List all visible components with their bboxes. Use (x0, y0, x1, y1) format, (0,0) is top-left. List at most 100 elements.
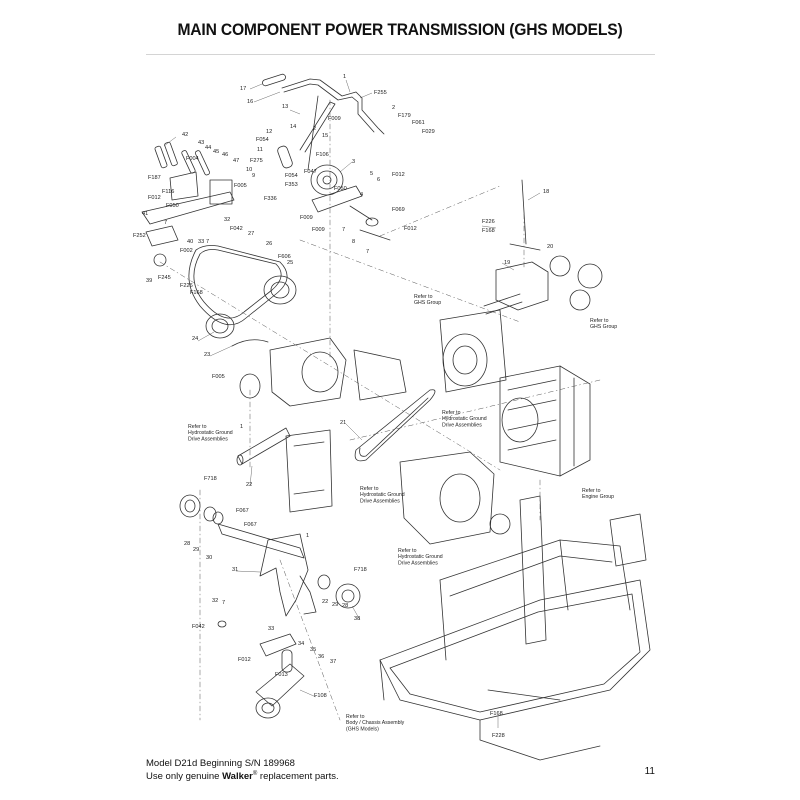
callout-c90: 38 (354, 616, 360, 622)
callout-c83: 30 (206, 555, 212, 561)
callout-c94: 33 (268, 626, 274, 632)
callout-c51: F012 (404, 226, 417, 232)
callout-c98: 37 (330, 659, 336, 665)
callout-c95: 34 (298, 641, 304, 647)
callout-c30: 3 (352, 159, 355, 165)
callout-c54: F252 (133, 233, 146, 239)
callout-c91: 32 (212, 598, 218, 604)
control-handle-assembly (262, 73, 385, 171)
callout-c16: 11 (257, 147, 263, 153)
callout-c32: F187 (148, 175, 161, 181)
brand-name: Walker (222, 771, 253, 783)
page-title: MAIN COMPONENT POWER TRANSMISSION (GHS M… (177, 20, 623, 39)
callout-c28: F353 (285, 182, 298, 188)
callout-c76: 21 (340, 420, 346, 426)
callout-c4: F255 (374, 90, 387, 96)
footer-model-line: Model D21d Beginning S/N 189968 (146, 758, 295, 769)
callout-c96: 35 (310, 647, 316, 653)
callout-c20: 44 (205, 145, 211, 151)
callout-c61: F002 (180, 248, 193, 254)
callout-c80: F067 (244, 522, 257, 528)
callout-c39: F012 (148, 195, 161, 201)
callout-c37: F012 (392, 172, 405, 178)
callout-c46: 41 (142, 211, 148, 217)
assembly-center-lines (159, 99, 601, 721)
callout-c56: 33 (198, 239, 204, 245)
callout-c23: F275 (250, 158, 263, 164)
callout-c93: F042 (192, 624, 205, 630)
callout-c55: 40 (187, 239, 193, 245)
callout-c77: 22 (246, 482, 252, 488)
title-divider (146, 54, 655, 55)
footer-prefix: Use only genuine (146, 771, 223, 783)
callout-c102: F168 (490, 711, 503, 717)
lower-idler-assembly (255, 633, 305, 719)
callout-c78: F718 (204, 476, 217, 482)
callout-c66: 25 (287, 260, 293, 266)
callout-c27: F054 (285, 173, 298, 179)
belt-drive-assembly (153, 245, 297, 347)
callout-c92: 7 (222, 600, 225, 606)
callout-c13: 2 (313, 126, 316, 132)
footer-parts-notice: Use only genuine Walker® replacement par… (146, 769, 339, 782)
page-number: 11 (644, 766, 655, 777)
callout-c52: F226 (482, 219, 495, 225)
callout-c86: F718 (354, 567, 367, 573)
callout-c44: 18 (543, 189, 549, 195)
callout-c34: F336 (264, 196, 277, 202)
callout-c3: 1 (343, 74, 346, 80)
callout-c33: F005 (234, 183, 247, 189)
callout-c40: F050 (166, 203, 179, 209)
callout-c84: 1 (306, 533, 309, 539)
hydrostatic-pump-upper (239, 337, 407, 407)
callout-c59: 27 (248, 231, 254, 237)
callout-c11: 12 (266, 129, 272, 135)
drive-shaft (236, 427, 291, 466)
callout-c19: 43 (198, 140, 204, 146)
callout-c36: 6 (377, 177, 380, 183)
callout-c58: F042 (230, 226, 243, 232)
callout-c75: 1 (240, 424, 243, 430)
callout-c71: F168 (190, 290, 203, 296)
callout-c7: F179 (398, 113, 411, 119)
callout-c53: F168 (482, 228, 495, 234)
callout-c31: F004 (186, 156, 199, 162)
callout-c15: F054 (256, 137, 269, 143)
idler-pulley-assembly (277, 145, 391, 241)
callout-c74: F005 (212, 374, 225, 380)
registered-mark: ® (252, 771, 258, 777)
part-callouts: 17 16 1 F255 13 2 F179 F061 F009 F029 12… (133, 74, 553, 739)
callout-leader-lines (163, 79, 541, 728)
callout-c25: 10 (246, 167, 252, 173)
lever-linkage-assembly (141, 141, 235, 247)
callout-c89: 28 (342, 603, 348, 609)
callout-c21: 45 (213, 149, 219, 155)
callout-c47: 32 (224, 217, 230, 223)
callout-c10: F029 (422, 129, 435, 135)
lower-shaft-assembly (179, 494, 361, 628)
callout-c12: 14 (290, 124, 296, 130)
callout-c88: 29 (332, 602, 338, 608)
callout-c38: F116 (162, 189, 174, 195)
callout-c82: 29 (193, 547, 199, 553)
callout-c57: 7 (206, 239, 209, 245)
callout-c68: 39 (146, 278, 152, 284)
callout-c72: 24 (192, 336, 198, 342)
callout-c2: 16 (247, 99, 253, 105)
callout-c100: F013 (275, 672, 288, 678)
callout-c70: F226 (180, 283, 193, 289)
callout-c1: 17 (240, 86, 246, 92)
callout-c18: 42 (182, 132, 188, 138)
callout-c48: F009 (300, 215, 313, 221)
callout-c73: 23 (204, 352, 210, 358)
callout-c24: 47 (233, 158, 239, 164)
